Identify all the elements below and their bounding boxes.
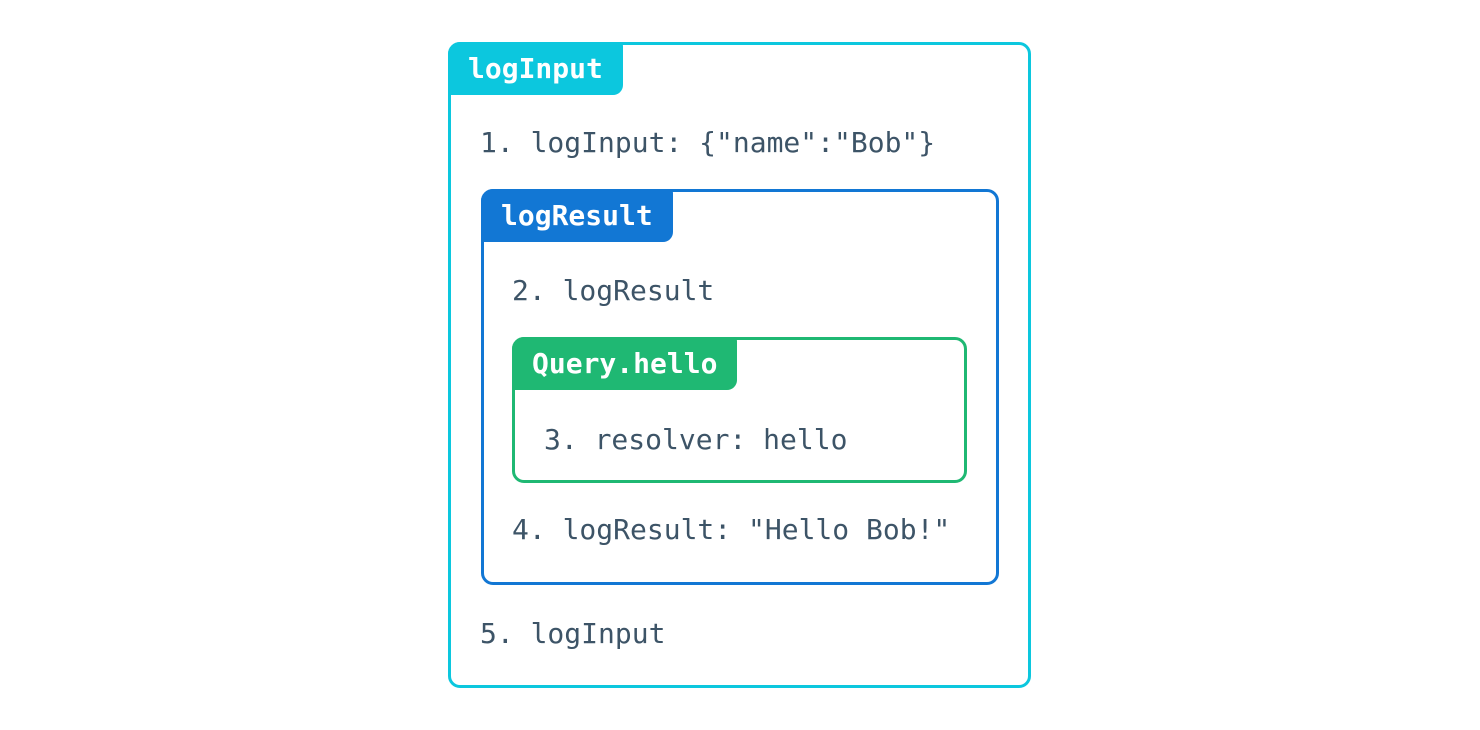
- step-2-logresult-enter: 2. logResult: [512, 274, 715, 307]
- middleware-box-logresult: logResult 2. logResult Query.hello 3. re…: [481, 189, 999, 585]
- resolver-box-query-hello: Query.hello 3. resolver: hello: [512, 337, 967, 483]
- step-1-loginput-enter: 1. logInput: {"name":"Bob"}: [480, 126, 936, 159]
- middleware-box-loginput: logInput 1. logInput: {"name":"Bob"} log…: [448, 42, 1031, 688]
- step-5-loginput-exit: 5. logInput: [480, 617, 666, 650]
- step-3-resolver-hello: 3. resolver: hello: [544, 423, 848, 456]
- resolver-badge-query-hello: Query.hello: [512, 337, 738, 390]
- middleware-badge-loginput: logInput: [448, 42, 623, 95]
- middleware-badge-logresult: logResult: [481, 189, 673, 242]
- step-4-logresult-exit: 4. logResult: "Hello Bob!": [512, 513, 951, 546]
